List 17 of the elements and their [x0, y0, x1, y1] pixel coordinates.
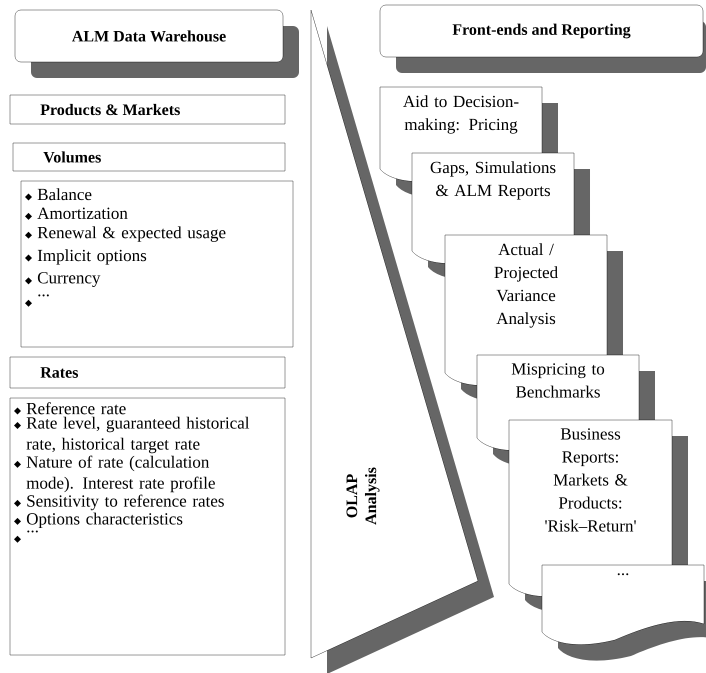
bullet-item: Implicit options [25, 249, 146, 265]
bullet-item: Balance [25, 188, 92, 200]
bullet-item: Renewal & expected usage [25, 226, 226, 242]
bullet-item: Options characteristics [14, 512, 182, 528]
heading-box: Rates [10, 356, 286, 388]
bullet-item: Amortization [25, 208, 128, 220]
bullet-item: Rate level, guaranteed historical rate, historical target rate [14, 416, 250, 454]
bullet-item: Nature of rate (calculation mode). Interest rate profile [14, 456, 215, 492]
bullet-item: Currency [25, 272, 100, 287]
bullet-item: Sensitivity to reference rates [14, 494, 224, 510]
title-box: Front-ends and Reporting [380, 4, 706, 73]
bullet-item: ... [14, 530, 38, 543]
bullet-item: ... [25, 294, 49, 307]
bullet-item: Reference rate [14, 402, 126, 414]
heading-box: Products & Markets [10, 94, 286, 124]
heading-box: Volumes [12, 142, 286, 172]
title-box: ALM Data Warehouse [14, 10, 299, 78]
